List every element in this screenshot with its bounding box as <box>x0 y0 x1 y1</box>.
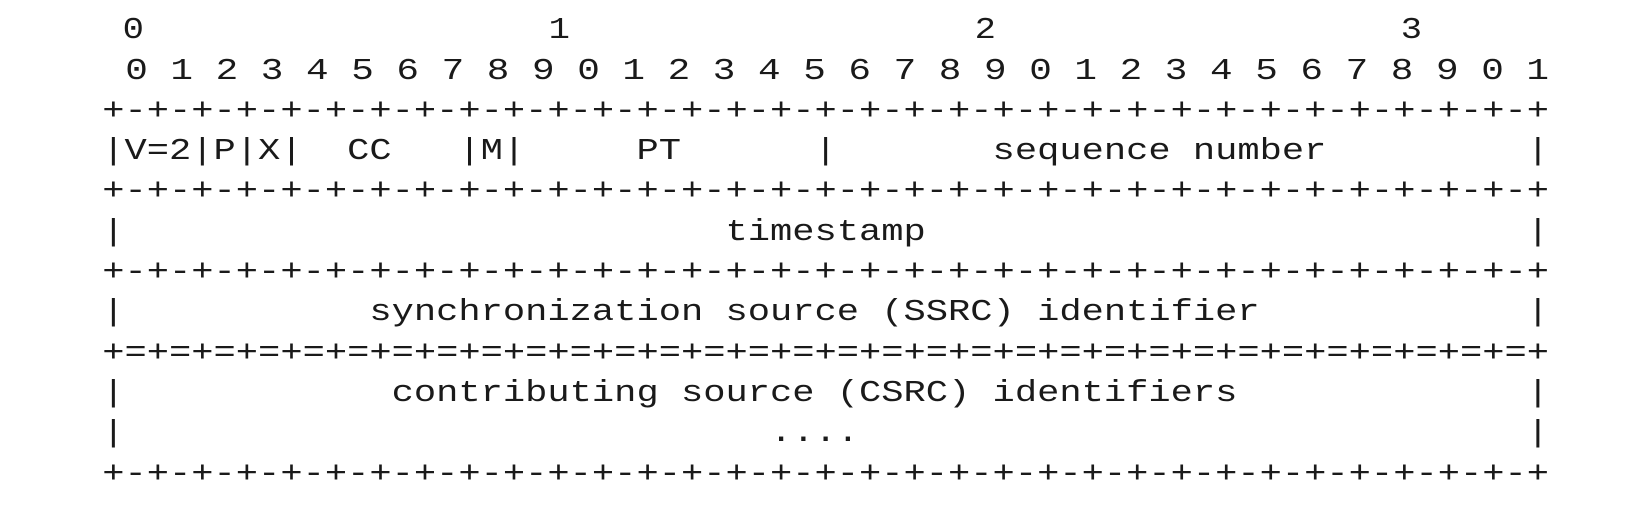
border-line: +-+-+-+-+-+-+-+-+-+-+-+-+-+-+-+-+-+-+-+-… <box>80 175 1549 209</box>
csrc-continuation-row: | .... | <box>80 417 1549 451</box>
bit-number-row: 0 1 2 3 4 5 6 7 8 9 0 1 2 3 4 5 6 7 8 9 … <box>80 55 1549 89</box>
border-line-bottom: +-+-+-+-+-+-+-+-+-+-+-+-+-+-+-+-+-+-+-+-… <box>80 458 1549 492</box>
double-border-line: +=+=+=+=+=+=+=+=+=+=+=+=+=+=+=+=+=+=+=+=… <box>80 337 1549 371</box>
border-line: +-+-+-+-+-+-+-+-+-+-+-+-+-+-+-+-+-+-+-+-… <box>80 256 1549 290</box>
timestamp-row: | timestamp | <box>80 216 1549 250</box>
border-line-top: +-+-+-+-+-+-+-+-+-+-+-+-+-+-+-+-+-+-+-+-… <box>80 95 1549 129</box>
csrc-row: | contributing source (CSRC) identifiers… <box>80 377 1549 411</box>
ssrc-row: | synchronization source (SSRC) identifi… <box>80 296 1549 330</box>
bit-decade-row: 0 1 2 3 <box>80 14 1422 48</box>
header-fields-row: |V=2|P|X| CC |M| PT | sequence number | <box>80 135 1549 169</box>
